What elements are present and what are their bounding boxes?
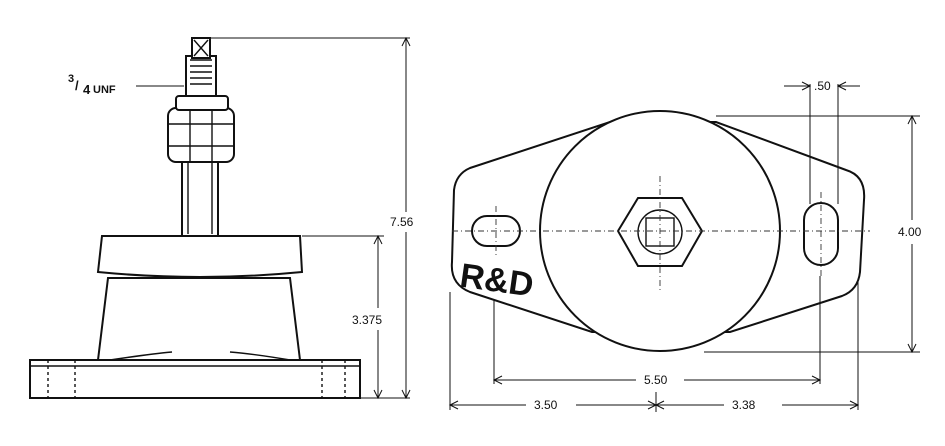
top-view xyxy=(448,81,920,412)
dim-left-offset: 3.50 xyxy=(534,398,558,412)
dim-hole-spacing: 5.50 xyxy=(644,373,668,387)
dim-overall-height: 7.56 xyxy=(390,215,414,229)
thread-label-slash: / xyxy=(75,78,79,93)
rubber-body xyxy=(96,277,302,361)
side-view xyxy=(29,36,411,400)
washer xyxy=(175,95,229,111)
dim-slot-width: .50 xyxy=(814,79,831,93)
stud-thread xyxy=(185,55,217,97)
thread-label-numerator: 3 xyxy=(68,73,74,85)
thread-label-suffix: UNF xyxy=(93,84,116,96)
dim-right-offset: 3.38 xyxy=(732,398,756,412)
thread-label-denominator: 4 xyxy=(83,82,91,97)
dim-base-height: 3.375 xyxy=(352,313,382,327)
hex-nut-side xyxy=(167,107,235,163)
top-cap xyxy=(96,235,304,278)
dim-width: 4.00 xyxy=(898,225,922,239)
